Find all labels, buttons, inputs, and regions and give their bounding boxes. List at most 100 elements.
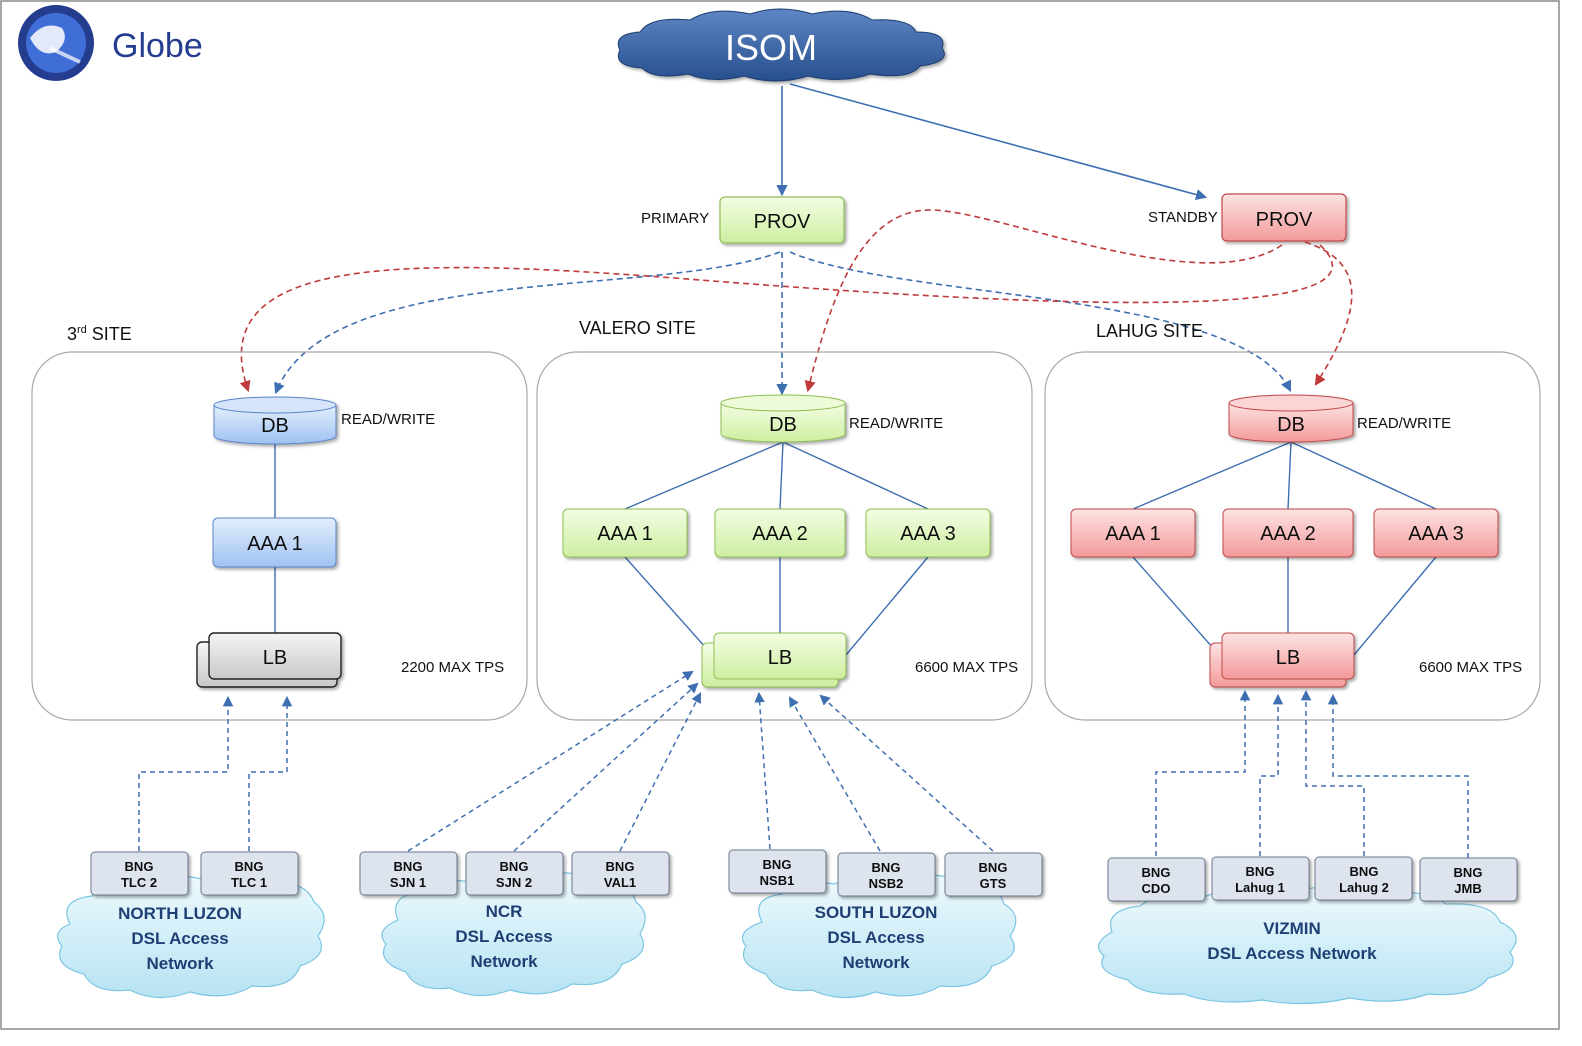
third-site-tps: 2200 MAX TPS: [401, 659, 504, 676]
svg-text:Network: Network: [146, 954, 214, 973]
svg-text:Lahug 2: Lahug 2: [1339, 880, 1389, 895]
lahug-site-db: DB: [1228, 394, 1354, 443]
valero-site-db-label: DB: [769, 414, 797, 436]
third-site-lb-label: LB: [263, 647, 287, 669]
svg-text:SOUTH LUZON: SOUTH LUZON: [815, 903, 938, 922]
svg-text:GTS: GTS: [980, 876, 1007, 891]
lahug-site-aaa-2: AAA 2: [1222, 508, 1354, 558]
vizmin-cloud: VIZMIN DSL Access Network: [1097, 885, 1517, 1005]
lahug-site-db-mode: READ/WRITE: [1357, 415, 1451, 432]
svg-text:NSB2: NSB2: [869, 876, 904, 891]
primary-prov-box: PROV: [719, 196, 845, 244]
valero-site-aaa-1: AAA 1: [562, 508, 688, 558]
svg-text:CDO: CDO: [1142, 881, 1171, 896]
primary-label: PRIMARY: [641, 210, 709, 227]
svg-text:BNG: BNG: [1350, 864, 1379, 879]
svg-text:DSL Access: DSL Access: [131, 929, 228, 948]
third-site-container: [31, 351, 528, 721]
svg-text:BNG: BNG: [763, 857, 792, 872]
third-site-aaa-1: AAA 1: [212, 517, 337, 568]
bng-tlc2: BNG TLC 2: [90, 851, 189, 896]
third-site-db-label: DB: [261, 415, 289, 437]
isom-label: ISOM: [725, 27, 817, 68]
bng-nsb1: BNG NSB1: [728, 849, 827, 894]
globe-logo: Globe: [18, 5, 203, 81]
isom-to-standby-link: [789, 83, 1208, 201]
third-site-title: 3rd SITE: [67, 324, 132, 344]
standby-prov-label: PROV: [1256, 209, 1313, 231]
lahug-site-aaa-3: AAA 3: [1373, 508, 1499, 558]
third-site-aaa-1-label: AAA 1: [247, 533, 303, 555]
third-site-db-mode: READ/WRITE: [341, 411, 435, 428]
svg-text:VIZMIN: VIZMIN: [1263, 919, 1321, 938]
lahug-site-aaa-3-label: AAA 3: [1408, 523, 1464, 545]
bng-sjn2: BNG SJN 2: [465, 851, 564, 896]
primary-to-lahug-db-link: [789, 251, 1292, 393]
svg-text:BNG: BNG: [1142, 865, 1171, 880]
jmb-to-lahug-lb-link: [1327, 693, 1469, 858]
standby-to-valero-db-link: [804, 209, 1283, 393]
primary-prov-label: PROV: [754, 211, 811, 233]
lahug2-to-lahug-lb-link: [1300, 689, 1365, 856]
svg-text:DSL Access: DSL Access: [827, 928, 924, 947]
svg-text:TLC 1: TLC 1: [231, 875, 267, 890]
lahug-site-title: LAHUG SITE: [1096, 321, 1203, 341]
bng-cdo: BNG CDO: [1107, 857, 1206, 902]
svg-text:BNG: BNG: [500, 859, 529, 874]
val1-to-valero-lb-link: [619, 692, 701, 852]
svg-text:DSL Access Network: DSL Access Network: [1207, 944, 1377, 963]
valero-site-aaa-3-label: AAA 3: [900, 523, 956, 545]
valero-site-db: DB: [720, 394, 846, 443]
bng-sjn1: BNG SJN 1: [359, 851, 458, 896]
standby-label: STANDBY: [1148, 209, 1218, 226]
svg-text:BNG: BNG: [872, 860, 901, 875]
valero-site-db-mode: READ/WRITE: [849, 415, 943, 432]
svg-text:Lahug 1: Lahug 1: [1235, 880, 1285, 895]
bng-lahug2: BNG Lahug 2: [1314, 856, 1413, 901]
lahug-site-lb-label: LB: [1276, 647, 1300, 669]
svg-text:BNG: BNG: [394, 859, 423, 874]
svg-text:VAL1: VAL1: [604, 875, 636, 890]
ncr-cloud: NCR DSL Access Network: [381, 872, 646, 997]
valero-site-lb-label: LB: [768, 647, 792, 669]
valero-site-aaa-1-label: AAA 1: [597, 523, 653, 545]
lahug1-to-lahug-lb-link: [1259, 693, 1284, 856]
lahug-site-lb: LB: [1209, 632, 1355, 688]
lahug-site-db-label: DB: [1277, 414, 1305, 436]
svg-text:Network: Network: [470, 952, 538, 971]
gts-to-valero-lb-link: [819, 694, 994, 852]
svg-text:BNG: BNG: [1454, 865, 1483, 880]
third-site-lb: LB: [196, 632, 342, 688]
valero-site-aaa-2: AAA 2: [714, 508, 846, 558]
valero-site-aaa-2-label: AAA 2: [752, 523, 808, 545]
tlc1-to-third-lb-link: [248, 695, 293, 851]
svg-text:SJN 1: SJN 1: [390, 875, 426, 890]
svg-text:BNG: BNG: [979, 860, 1008, 875]
sjn1-to-valero-lb-link: [407, 670, 694, 852]
valero-site-aaa-3: AAA 3: [865, 508, 991, 558]
svg-text:BNG: BNG: [125, 859, 154, 874]
isom-cloud: ISOM: [617, 8, 945, 82]
lahug-site-aaa-2-label: AAA 2: [1260, 523, 1316, 545]
svg-text:DSL Access: DSL Access: [455, 927, 552, 946]
bng-tlc1: BNG TLC 1: [200, 851, 299, 896]
nsb1-to-valero-lb-link: [754, 691, 771, 850]
cdo-to-lahug-lb-link: [1155, 689, 1251, 856]
svg-text:SJN 2: SJN 2: [496, 875, 532, 890]
bng-lahug1: BNG Lahug 1: [1211, 856, 1310, 901]
svg-text:NCR: NCR: [486, 902, 523, 921]
valero-site-tps: 6600 MAX TPS: [915, 659, 1018, 676]
lahug-site-container: [1044, 351, 1541, 721]
svg-text:TLC 2: TLC 2: [121, 875, 157, 890]
svg-text:BNG: BNG: [235, 859, 264, 874]
lahug-site-aaa-1: AAA 1: [1070, 508, 1196, 558]
third-site-db: DB: [213, 396, 337, 445]
lahug-site-tps: 6600 MAX TPS: [1419, 659, 1522, 676]
nsb2-to-valero-lb-link: [788, 696, 881, 852]
standby-prov-box: PROV: [1221, 193, 1347, 242]
north-luzon-cloud: NORTH LUZON DSL Access Network: [56, 874, 325, 999]
bng-gts: BNG GTS: [944, 852, 1043, 897]
bng-nsb2: BNG NSB2: [837, 852, 936, 897]
svg-text:BNG: BNG: [606, 859, 635, 874]
